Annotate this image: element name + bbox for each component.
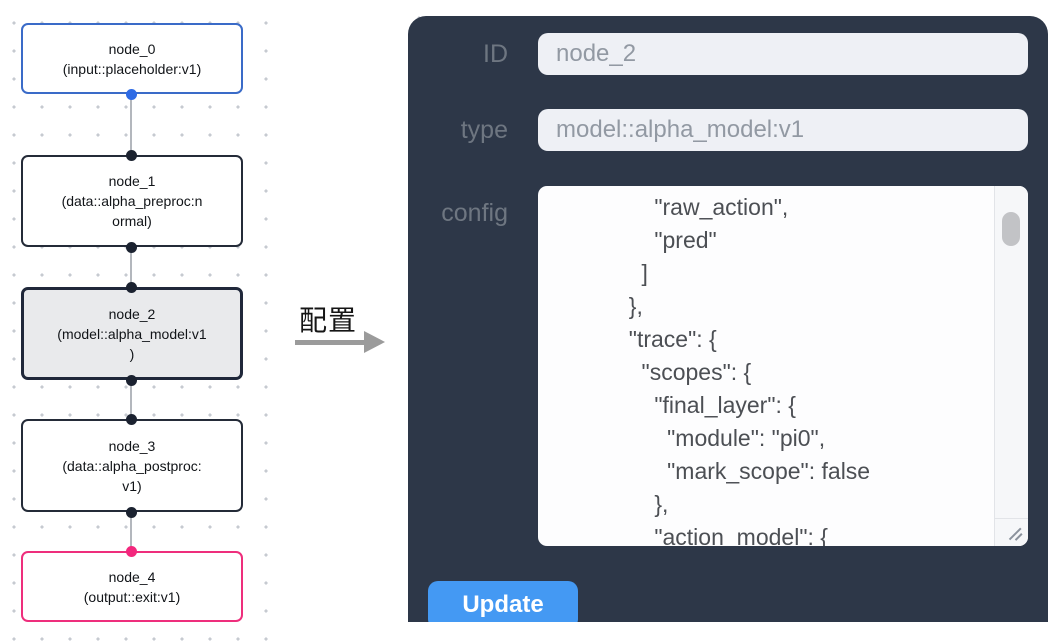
edge-node0-node1 xyxy=(130,94,132,155)
port-node3-out[interactable] xyxy=(125,506,137,518)
graph-node-postproc[interactable]: node_3 (data::alpha_postproc: v1) xyxy=(21,419,243,512)
resize-handle-icon[interactable] xyxy=(1007,525,1025,543)
update-button[interactable]: Update xyxy=(428,581,578,622)
id-input[interactable] xyxy=(538,33,1028,75)
node-config-panel: ID type config "raw_action", "pred" ] },… xyxy=(408,16,1048,622)
config-json-content[interactable]: "raw_action", "pred" ] }, "trace": { "sc… xyxy=(628,194,871,546)
graph-node-model-selected[interactable]: node_2 (model::alpha_model:v1 ) xyxy=(21,287,243,380)
graph-node-preproc[interactable]: node_1 (data::alpha_preproc:n ormal) xyxy=(21,155,243,247)
config-textarea[interactable]: "raw_action", "pred" ] }, "trace": { "sc… xyxy=(538,186,1028,546)
config-field-label: config xyxy=(441,199,508,227)
type-field-label: type xyxy=(460,116,508,144)
edge-node2-node3 xyxy=(130,380,132,419)
scrollbar-divider xyxy=(995,518,1028,519)
port-node3-in[interactable] xyxy=(125,413,137,425)
port-node2-in[interactable] xyxy=(125,281,137,293)
id-field-label: ID xyxy=(483,40,508,68)
port-node2-out[interactable] xyxy=(125,374,137,386)
edge-node1-node2 xyxy=(130,247,132,287)
graph-node-input[interactable]: node_0 (input::placeholder:v1) xyxy=(21,23,243,94)
port-node0-out[interactable] xyxy=(125,88,137,100)
port-node4-in[interactable] xyxy=(125,545,137,557)
config-scrollbar-thumb[interactable] xyxy=(1002,212,1020,246)
port-node1-out[interactable] xyxy=(125,241,137,253)
port-node1-in[interactable] xyxy=(125,149,137,161)
arrow-head-icon xyxy=(364,331,385,353)
edge-node3-node4 xyxy=(130,512,132,551)
arrow-shaft xyxy=(295,340,365,345)
graph-node-output[interactable]: node_4 (output::exit:v1) xyxy=(21,551,243,622)
config-annotation-label: 配置 xyxy=(299,305,358,336)
config-scrollbar-track[interactable] xyxy=(994,186,1028,546)
type-input[interactable] xyxy=(538,109,1028,151)
